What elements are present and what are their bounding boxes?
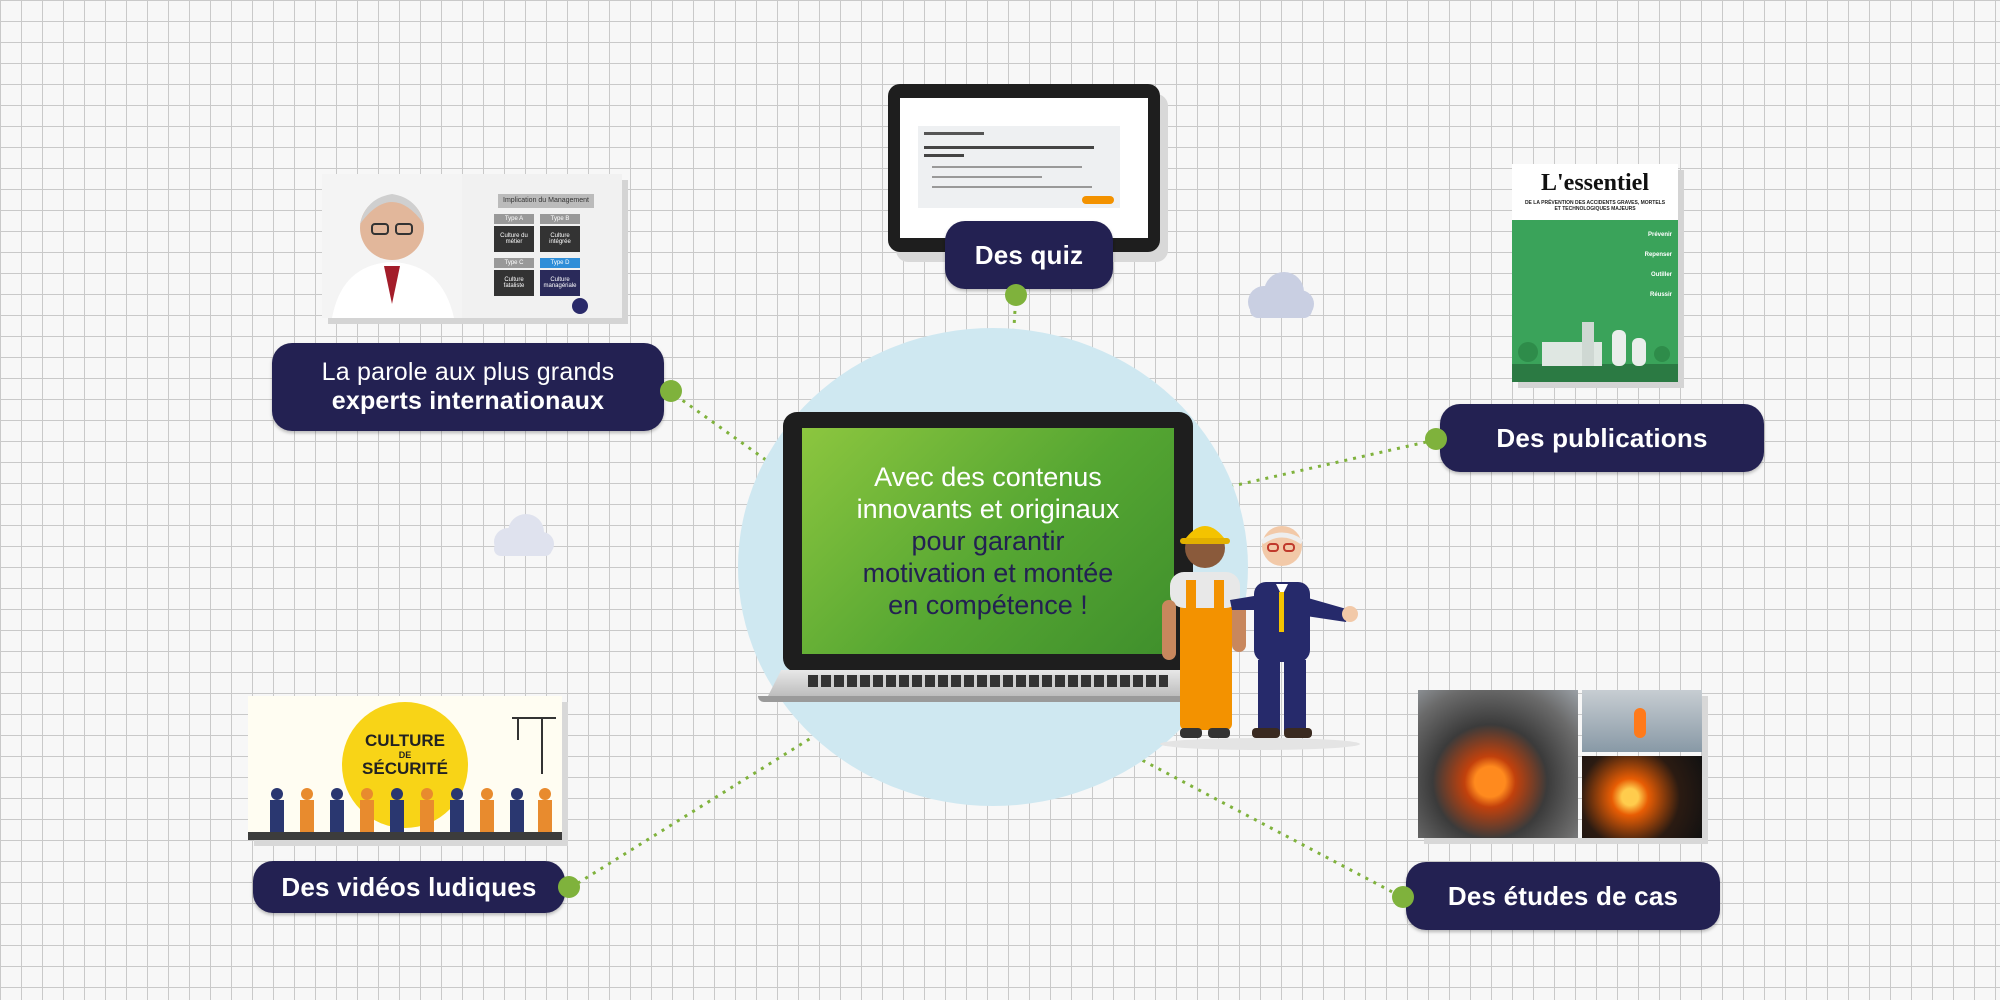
center-text-line-2: innovants et originaux xyxy=(856,494,1120,524)
video-title-bottom: SÉCURITÉ xyxy=(362,759,448,778)
laptop-screen: Avec des contenus innovants et originaux… xyxy=(802,428,1174,654)
experts-video-thumbnail[interactable]: Implication du Management Type A Type B … xyxy=(322,174,622,318)
publication-item-3: Outiller xyxy=(1650,272,1672,278)
publication-subtitle: DE LA PRÉVENTION DES ACCIDENTS GRAVES, M… xyxy=(1524,200,1666,212)
expert-portrait xyxy=(322,174,462,318)
characters-illustration xyxy=(1160,526,1360,750)
slide-type-b: Type B xyxy=(540,214,580,224)
oil-rig-fire-photo-large xyxy=(1418,690,1578,838)
publication-item-4: Réussir xyxy=(1649,292,1672,298)
center-text-line-3: pour garantir xyxy=(911,526,1065,556)
slide-cell-1: Culture du métier xyxy=(494,226,534,252)
connector-dot xyxy=(1425,428,1447,450)
cloud-icon xyxy=(1248,272,1314,318)
publications-label-text: Des publications xyxy=(1496,422,1708,453)
case-studies-label-text: Des études de cas xyxy=(1447,880,1679,911)
publications-label[interactable]: Des publications xyxy=(1440,404,1764,472)
video-title-mid: DE xyxy=(398,750,412,760)
slide-cell-4: Culture managériale xyxy=(540,270,580,296)
slide-type-d: Type D xyxy=(540,258,580,268)
publication-green-area: Prévenir Repenser Outiller Réussir xyxy=(1512,220,1678,382)
quiz-label[interactable]: Des quiz xyxy=(945,221,1113,289)
experts-label-line-1: La parole aux plus grands xyxy=(321,358,615,386)
connector-dot xyxy=(1005,284,1027,306)
videos-label-text: Des vidéos ludiques xyxy=(281,871,537,902)
videos-label[interactable]: Des vidéos ludiques xyxy=(253,861,565,913)
cloud-icon xyxy=(494,514,554,556)
connector-dot xyxy=(558,876,580,898)
worker-illustration xyxy=(1162,526,1246,738)
experts-label-line-2: experts internationaux xyxy=(331,387,605,415)
publication-item-2: Repenser xyxy=(1644,252,1672,258)
laptop-keyboard xyxy=(768,670,1208,696)
quiz-label-text: Des quiz xyxy=(974,239,1084,270)
slide-type-c: Type C xyxy=(494,258,534,268)
manager-illustration xyxy=(1230,526,1358,738)
publication-title: L'essentiel xyxy=(1541,170,1649,196)
connector-dot xyxy=(660,380,682,402)
center-text-line-1: Avec des contenus xyxy=(874,462,1102,492)
logo-icon xyxy=(572,298,588,314)
center-text-line-5: en compétence ! xyxy=(888,590,1088,620)
slide-cell-2: Culture intégrée xyxy=(540,226,580,252)
publication-cover[interactable]: L'essentiel DE LA PRÉVENTION DES ACCIDEN… xyxy=(1512,164,1678,382)
workers-row-illustration xyxy=(248,788,562,840)
center-text-line-4: motivation et montée xyxy=(862,558,1114,588)
laptop: Avec des contenus innovants et originaux… xyxy=(758,412,1218,712)
connector-dot xyxy=(1392,886,1414,908)
quiz-screen xyxy=(900,98,1148,238)
oil-rig-fire-photo-bottom xyxy=(1582,756,1702,838)
experts-label[interactable]: La parole aux plus grands experts intern… xyxy=(272,343,664,431)
slide-type-a: Type A xyxy=(494,214,534,224)
quiz-submit-button xyxy=(1082,196,1114,204)
oil-rig-fire-photo-top xyxy=(1582,690,1702,752)
slide-header: Implication du Management xyxy=(498,194,594,208)
video-thumbnail[interactable]: CULTURE DE SÉCURITÉ xyxy=(248,696,562,840)
case-studies-label[interactable]: Des études de cas xyxy=(1406,862,1720,930)
factory-illustration xyxy=(1512,322,1678,382)
video-title-top: CULTURE xyxy=(365,731,445,750)
publication-item-1: Prévenir xyxy=(1647,232,1672,238)
slide-cell-3: Culture fataliste xyxy=(494,270,534,296)
crane-icon xyxy=(512,717,556,774)
case-studies-photos[interactable] xyxy=(1418,690,1702,838)
